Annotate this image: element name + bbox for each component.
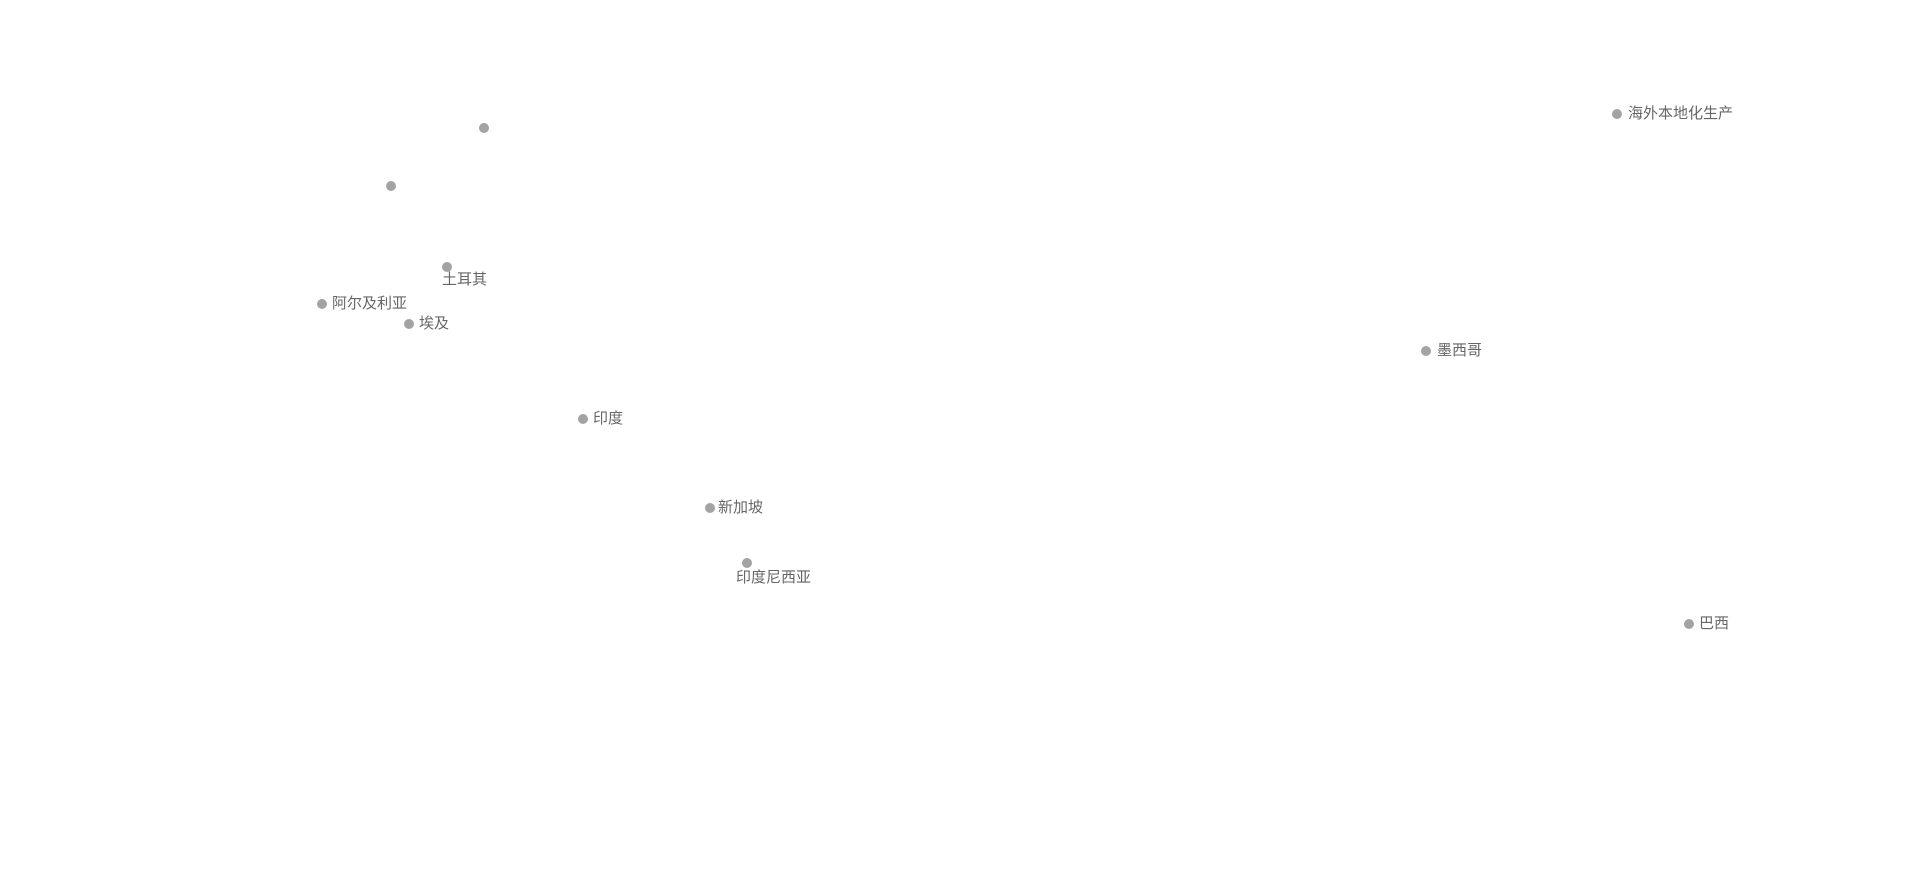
map-marker-brazil[interactable]: [1684, 619, 1694, 629]
map-marker-mexico[interactable]: [1421, 346, 1431, 356]
marker-label-turkey: 土耳其: [442, 270, 488, 288]
marker-label-brazil: 巴西: [1699, 614, 1730, 632]
marker-label-indonesia: 印度尼西亚: [736, 568, 812, 586]
marker-label-egypt: 埃及: [419, 314, 450, 332]
map-marker-indonesia[interactable]: [742, 558, 752, 568]
marker-label-singapore: 新加坡: [718, 498, 764, 516]
map-marker[interactable]: [386, 181, 396, 191]
marker-label-overseas-localization: 海外本地化生产: [1628, 104, 1734, 122]
map-marker-overseas-localization[interactable]: [1612, 109, 1622, 119]
marker-label-india: 印度: [593, 409, 624, 427]
map-marker-algeria[interactable]: [317, 299, 327, 309]
map-marker-turkey[interactable]: [442, 262, 452, 272]
marker-label-algeria: 阿尔及利亚: [332, 294, 408, 312]
marker-label-mexico: 墨西哥: [1437, 341, 1483, 359]
map-marker-india[interactable]: [578, 414, 588, 424]
map-marker[interactable]: [479, 123, 489, 133]
map-marker-egypt[interactable]: [404, 319, 414, 329]
map-marker-singapore[interactable]: [705, 503, 715, 513]
